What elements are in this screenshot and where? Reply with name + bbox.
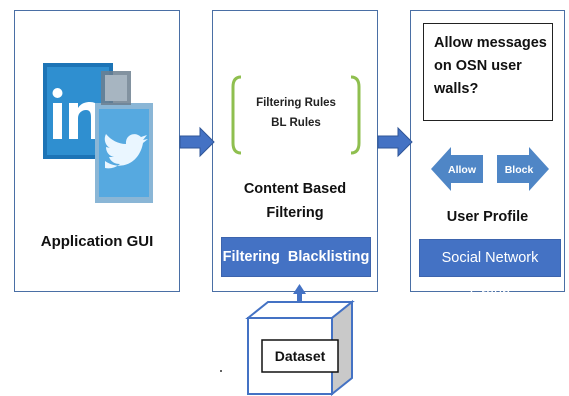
allow-arrow-icon — [431, 147, 483, 191]
application-gui-panel: Application GUI — [14, 10, 180, 292]
filtering-rules-text: Filtering Rules — [256, 97, 336, 109]
question-line-3: walls? — [434, 81, 479, 97]
block-arrow-icon — [497, 147, 549, 191]
question-line-2: on OSN user — [434, 58, 522, 74]
allow-block-arrows: Allow Block — [431, 147, 549, 191]
bl-rules-text: BL Rules — [271, 117, 321, 129]
content-filtering-panel: Filtering Rules BL Rules Content Based F… — [212, 10, 378, 292]
user-profile-panel: Allow messages on OSN user walls? Allow … — [410, 10, 565, 302]
block-label: Block — [505, 164, 534, 176]
social-logos — [43, 63, 153, 203]
content-based-filtering-title: Content Based Filtering — [213, 177, 377, 225]
stray-dot — [220, 370, 222, 372]
question-box: Allow messages on OSN user walls? — [423, 23, 553, 121]
title-line-2: Filtering — [266, 205, 324, 221]
application-gui-label: Application GUI — [40, 233, 154, 250]
arrow-middle-to-right-icon — [377, 126, 413, 158]
twitter-logo-icon — [95, 103, 153, 203]
rules-bracket-group: Filtering Rules BL Rules — [229, 75, 363, 155]
arrow-left-to-middle-icon — [179, 126, 215, 158]
user-profile-label: User Profile — [446, 209, 529, 225]
dataset-label: Dataset — [274, 348, 326, 364]
dataset-box-icon — [245, 299, 355, 396]
title-line-1: Content Based — [243, 181, 347, 197]
bracket-icon — [231, 75, 361, 155]
social-network-group-bar: Social Network Group — [419, 239, 561, 302]
allow-label: Allow — [448, 164, 477, 176]
filtering-blacklisting-bar: Filtering Blacklisting — [221, 237, 371, 277]
question-line-1: Allow messages — [434, 35, 547, 51]
